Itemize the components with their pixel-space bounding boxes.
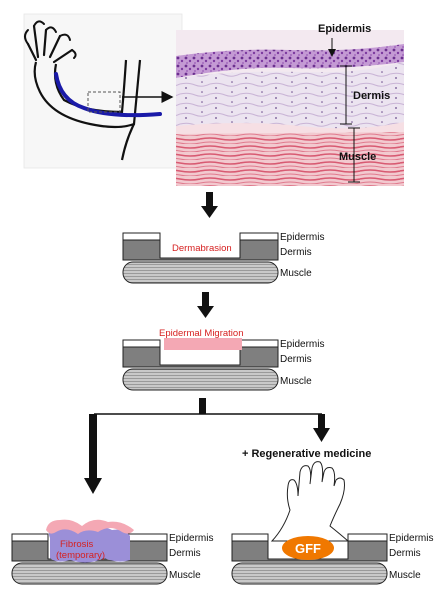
fibrosis-label: Fibrosis xyxy=(60,539,94,550)
regenerating-limb-outline xyxy=(270,461,350,542)
dermabrasion-diagram: Dermabrasion Epidermis Dermis Muscle xyxy=(122,232,324,284)
step1-epidermis-label: Epidermis xyxy=(280,232,324,243)
right-epidermis-label: Epidermis xyxy=(389,533,433,544)
histology-annotations: Epidermis Dermis Muscle xyxy=(318,23,390,183)
fibrosis-temporary-label: (temporary) xyxy=(56,550,105,561)
right-dermis-label: Dermis xyxy=(389,548,421,559)
step2-muscle-label: Muscle xyxy=(280,376,312,387)
step2-epidermis-label: Epidermis xyxy=(280,339,324,350)
histology-image xyxy=(176,30,404,186)
regenerative-diagram: GFF Epidermis Dermis Muscle xyxy=(231,461,433,585)
down-arrow-2 xyxy=(197,292,214,318)
epidermal-migration-label: Epidermal Migration xyxy=(159,328,243,339)
branch-connector xyxy=(84,398,330,494)
left-dermis-label: Dermis xyxy=(169,548,201,559)
gff-badge xyxy=(282,536,334,560)
right-muscle-label: Muscle xyxy=(389,570,421,581)
histology-dermis-label: Dermis xyxy=(353,90,390,102)
down-arrow-1 xyxy=(201,192,218,218)
histology-muscle-label: Muscle xyxy=(339,151,376,163)
regenerative-medicine-heading: + Regenerative medicine xyxy=(242,448,371,460)
forelimb-sketch xyxy=(23,13,183,169)
left-muscle-label: Muscle xyxy=(169,570,201,581)
epidermal-migration-diagram: Epidermal Migration Epidermis Dermis Mus… xyxy=(122,328,324,391)
step2-dermis-label: Dermis xyxy=(280,354,312,365)
left-epidermis-label: Epidermis xyxy=(169,533,213,544)
fibrosis-diagram: Fibrosis (temporary) Epidermis Dermis Mu… xyxy=(11,519,213,585)
dermabrasion-label: Dermabrasion xyxy=(172,243,232,254)
gff-label: GFF xyxy=(295,541,321,556)
histology-epidermis-label: Epidermis xyxy=(318,23,371,35)
step1-dermis-label: Dermis xyxy=(280,247,312,258)
step1-muscle-label: Muscle xyxy=(280,268,312,279)
